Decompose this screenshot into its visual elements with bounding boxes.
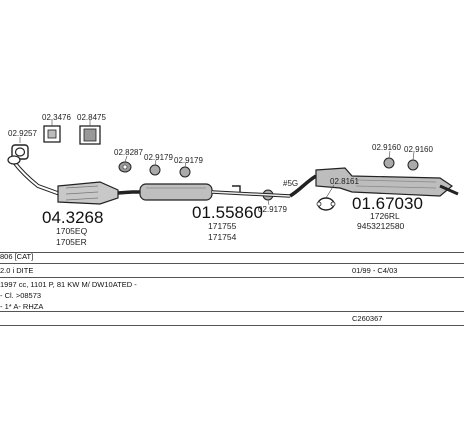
info-row: 1997 cc, 1101 P, 81 KW M/ DW10ATED - bbox=[0, 279, 464, 290]
hanger-icon bbox=[149, 164, 161, 176]
info-right: C260367 bbox=[352, 314, 383, 323]
hanger-icon bbox=[179, 166, 191, 178]
ref-number: 9453212580 bbox=[357, 221, 405, 231]
info-row: 2.0 i DITE 01/99 - C4/03 bbox=[0, 265, 464, 276]
clamp-icon bbox=[43, 125, 61, 143]
exhaust-diagram: 02.9257 02.3476 02.8475 02.8287 02.9179 … bbox=[7, 113, 459, 247]
clamp-icon bbox=[79, 125, 101, 145]
part-code-label: 02.9179 bbox=[144, 153, 173, 162]
part-code-label: 02.3476 bbox=[42, 113, 71, 122]
info-row: - Cl. >08573 bbox=[0, 290, 464, 301]
info-left: 2.0 i DITE bbox=[0, 266, 34, 275]
part-code-label: 02.9179 bbox=[258, 205, 287, 214]
rubber-mount-icon bbox=[118, 161, 132, 173]
part-code-label: 02.9160 bbox=[372, 143, 401, 152]
part-code-label: 02.9179 bbox=[174, 156, 203, 165]
divider bbox=[0, 325, 464, 326]
ref-number: 171755 bbox=[208, 221, 237, 231]
info-right: 01/99 - C4/03 bbox=[352, 266, 398, 275]
ref-number: 1705EQ bbox=[56, 226, 88, 236]
divider bbox=[0, 311, 464, 312]
part-code-label: 02.9257 bbox=[8, 129, 37, 138]
ref-number: 1705ER bbox=[56, 237, 87, 247]
info-row: 806 [CAT] bbox=[0, 251, 464, 262]
gasket-icon bbox=[11, 144, 29, 160]
flange-gasket-icon bbox=[316, 197, 336, 211]
part-code-label: 02.8475 bbox=[77, 113, 106, 122]
info-left: 1997 cc, 1101 P, 81 KW M/ DW10ATED - bbox=[0, 280, 137, 289]
info-left: - 1* A- RHZA bbox=[0, 302, 44, 311]
ref-number: 171754 bbox=[208, 232, 237, 242]
divider bbox=[0, 277, 464, 278]
ref-number: 1726RL bbox=[370, 211, 400, 221]
divider bbox=[0, 263, 464, 264]
part-code-label: 02.8161 bbox=[330, 177, 359, 186]
hanger-icon bbox=[383, 157, 395, 169]
main-part-code: 01.67030 bbox=[352, 194, 423, 213]
hanger-icon bbox=[407, 159, 419, 171]
divider bbox=[0, 252, 464, 253]
rear-silencer-icon bbox=[289, 167, 459, 198]
main-part-code: 04.3268 bbox=[42, 208, 103, 227]
catalytic-converter-icon bbox=[7, 155, 133, 205]
part-code-label: 02.8287 bbox=[114, 148, 143, 157]
info-left: 806 [CAT] bbox=[0, 252, 34, 261]
bracket-icon bbox=[232, 185, 241, 192]
leader-lines bbox=[19, 120, 415, 206]
middle-silencer-icon bbox=[132, 183, 291, 201]
info-row: C260367 bbox=[0, 313, 464, 324]
main-part-code: 01.55860 bbox=[192, 203, 263, 222]
part-code-label: 02.9160 bbox=[404, 145, 433, 154]
info-left: - Cl. >08573 bbox=[0, 291, 42, 300]
part-code-label: #5G bbox=[283, 179, 298, 188]
info-row: - 1* A- RHZA bbox=[0, 301, 464, 312]
